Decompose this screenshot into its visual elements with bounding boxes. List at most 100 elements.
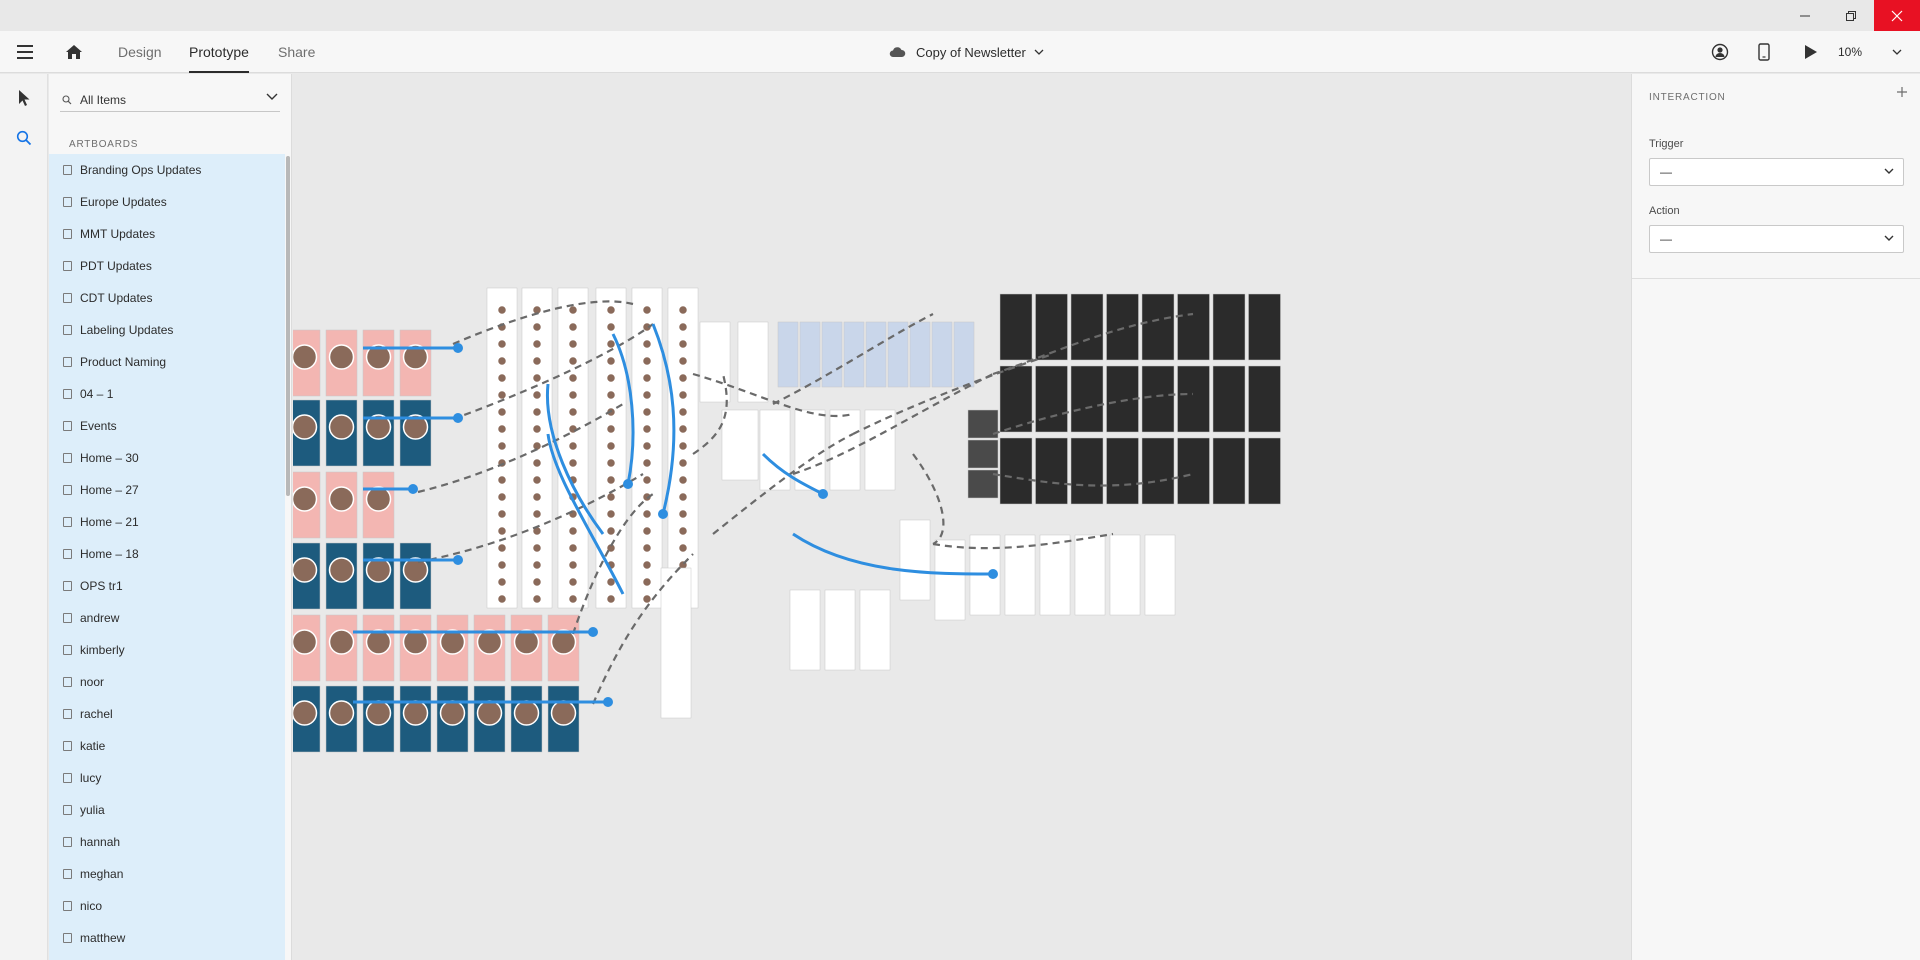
artboard-list-item[interactable]: Events	[49, 410, 285, 442]
connector-wire	[417, 473, 644, 564]
gallery-artboard	[1248, 293, 1281, 361]
artboard-list-item[interactable]: andrew	[49, 602, 285, 634]
artboard-list-item[interactable]: katie	[49, 730, 285, 762]
avatar	[641, 576, 653, 588]
artboard-list-item[interactable]: CDT Updates	[49, 282, 285, 314]
prototype-canvas[interactable]	[293, 74, 1631, 960]
avatar	[402, 414, 429, 440]
artboard-list-item[interactable]: Home – 27	[49, 474, 285, 506]
gallery-artboard	[1248, 365, 1281, 433]
artboard-list-item[interactable]: noor	[49, 666, 285, 698]
hamburger-menu-icon[interactable]	[14, 31, 36, 73]
avatar	[531, 576, 543, 588]
layers-scrollbar[interactable]	[286, 156, 290, 496]
action-dropdown[interactable]: —	[1649, 225, 1904, 253]
artboard-list-item[interactable]: MMT Updates	[49, 218, 285, 250]
avatar	[605, 372, 617, 384]
document-title-menu[interactable]: Copy of Newsletter	[888, 31, 1044, 73]
artboard-label: rachel	[80, 707, 113, 721]
home-button[interactable]	[63, 31, 85, 73]
artboard-list-item[interactable]: Europe Updates	[49, 186, 285, 218]
prototype-flow-diagram[interactable]	[293, 74, 1631, 960]
artboard-label: CDT Updates	[80, 291, 153, 305]
avatar	[531, 355, 543, 367]
interaction-title: INTERACTION	[1649, 92, 1726, 103]
connector-wire	[912, 453, 945, 545]
connection-handle	[603, 697, 613, 707]
artboard-list-item[interactable]: yulia	[49, 794, 285, 826]
artboard-list-item[interactable]: Home – 30	[49, 442, 285, 474]
avatar	[531, 457, 543, 469]
tab-prototype[interactable]: Prototype	[189, 31, 249, 73]
avatar	[531, 338, 543, 350]
gallery-artboard	[1070, 437, 1104, 505]
avatar	[496, 491, 508, 503]
artboard-list-item[interactable]: hannah	[49, 826, 285, 858]
artboard-list-item[interactable]: matthew	[49, 922, 285, 954]
artboard-list-item[interactable]: Product Naming	[49, 346, 285, 378]
artboard-label: Europe Updates	[80, 195, 167, 209]
avatar	[567, 508, 579, 520]
artboard-list-item[interactable]: Home – 18	[49, 538, 285, 570]
avatar	[641, 457, 653, 469]
artboard-list-item[interactable]: rachel	[49, 698, 285, 730]
select-tool[interactable]	[12, 86, 36, 110]
avatar	[496, 593, 508, 605]
minimize-button[interactable]	[1782, 0, 1828, 31]
artboard-list-item[interactable]: OPS tr1	[49, 570, 285, 602]
artboard-list-item[interactable]: lucy	[49, 762, 285, 794]
article-artboard	[1074, 534, 1106, 616]
trigger-label: Trigger	[1649, 138, 1684, 150]
avatar	[496, 576, 508, 588]
artboard-list-item[interactable]: 04 – 1	[49, 378, 285, 410]
share-for-review-button[interactable]	[1708, 31, 1732, 73]
avatar	[513, 700, 540, 726]
artboard-list-item[interactable]: kimberly	[49, 634, 285, 666]
avatar	[531, 423, 543, 435]
close-window-button[interactable]	[1874, 0, 1920, 31]
article-artboard	[1144, 534, 1176, 616]
artboard-label: Home – 27	[80, 483, 139, 497]
avatar	[365, 557, 392, 583]
artboard-list-item[interactable]: nico	[49, 890, 285, 922]
restore-button[interactable]	[1828, 0, 1874, 31]
tool-strip	[0, 74, 48, 960]
artboard-icon	[63, 677, 72, 687]
chevron-down-icon	[1892, 49, 1902, 55]
avatar	[641, 338, 653, 350]
avatar	[677, 304, 689, 316]
tab-share[interactable]: Share	[278, 44, 316, 60]
avatar	[567, 559, 579, 571]
layers-filter-dropdown[interactable]: All Items	[60, 88, 280, 112]
article-artboard	[934, 539, 966, 621]
device-preview-button[interactable]	[1752, 31, 1776, 73]
banner-artboard	[909, 321, 931, 388]
connector-wire	[792, 373, 994, 476]
avatar	[567, 576, 579, 588]
artboard-icon	[63, 709, 72, 719]
avatar	[439, 700, 466, 726]
tab-design[interactable]: Design	[118, 44, 162, 60]
trigger-dropdown[interactable]: —	[1649, 158, 1904, 186]
article-artboard	[1109, 534, 1141, 616]
add-interaction-button[interactable]	[1894, 86, 1910, 102]
article-artboard	[824, 589, 856, 671]
connector-wire	[546, 433, 625, 595]
layers-search-tool[interactable]	[12, 126, 36, 150]
zoom-dropdown[interactable]: 10%	[1838, 31, 1902, 73]
gallery-artboard	[1177, 437, 1210, 505]
artboard-list-item[interactable]: Home – 21	[49, 506, 285, 538]
artboard-list-item[interactable]: meghan	[49, 858, 285, 890]
desktop-preview-button[interactable]	[1799, 31, 1823, 73]
connector-wire	[452, 323, 654, 421]
banner-artboard	[865, 321, 887, 388]
avatar	[567, 440, 579, 452]
artboard-list-item[interactable]: Labeling Updates	[49, 314, 285, 346]
artboard-list-item[interactable]: Branding Ops Updates	[49, 154, 285, 186]
artboard-list-item[interactable]: PDT Updates	[49, 250, 285, 282]
gallery-artboard	[999, 293, 1033, 361]
layers-filter-value: All Items	[80, 92, 127, 107]
artboard-icon	[63, 293, 72, 303]
artboard-icon	[63, 933, 72, 943]
avatar	[567, 338, 579, 350]
